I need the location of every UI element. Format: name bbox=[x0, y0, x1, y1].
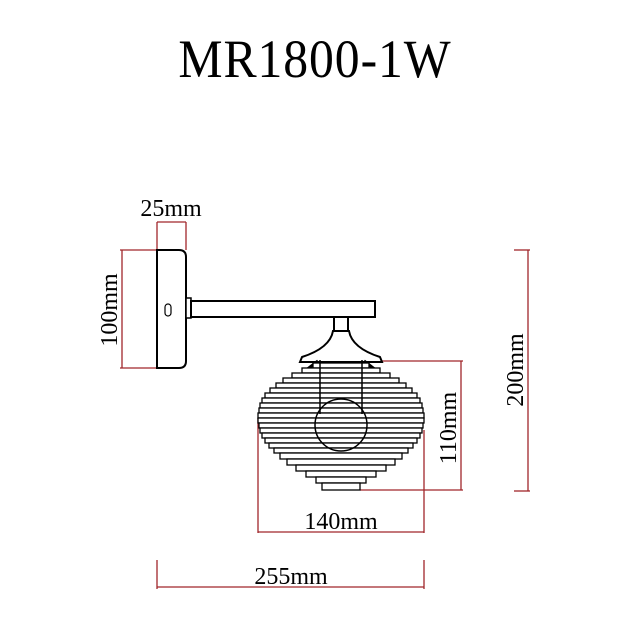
bulb-outline bbox=[314, 398, 368, 452]
product-model-title: MR1800-1W bbox=[178, 29, 452, 89]
dim-plate-height: 100mm bbox=[97, 273, 123, 347]
dim-plate-depth: 25mm bbox=[140, 196, 202, 222]
wall-plate bbox=[156, 249, 187, 369]
dim-shade-width: 140mm bbox=[304, 509, 378, 535]
plate-screw-slot bbox=[164, 303, 172, 317]
arm bbox=[185, 297, 376, 319]
dimension-lines bbox=[120, 221, 530, 589]
ribbed-globe-shade bbox=[257, 360, 425, 491]
dim-total-height: 200mm bbox=[503, 333, 529, 407]
dim-shade-height: 110mm bbox=[436, 391, 462, 464]
dim-total-projection: 255mm bbox=[254, 564, 328, 590]
